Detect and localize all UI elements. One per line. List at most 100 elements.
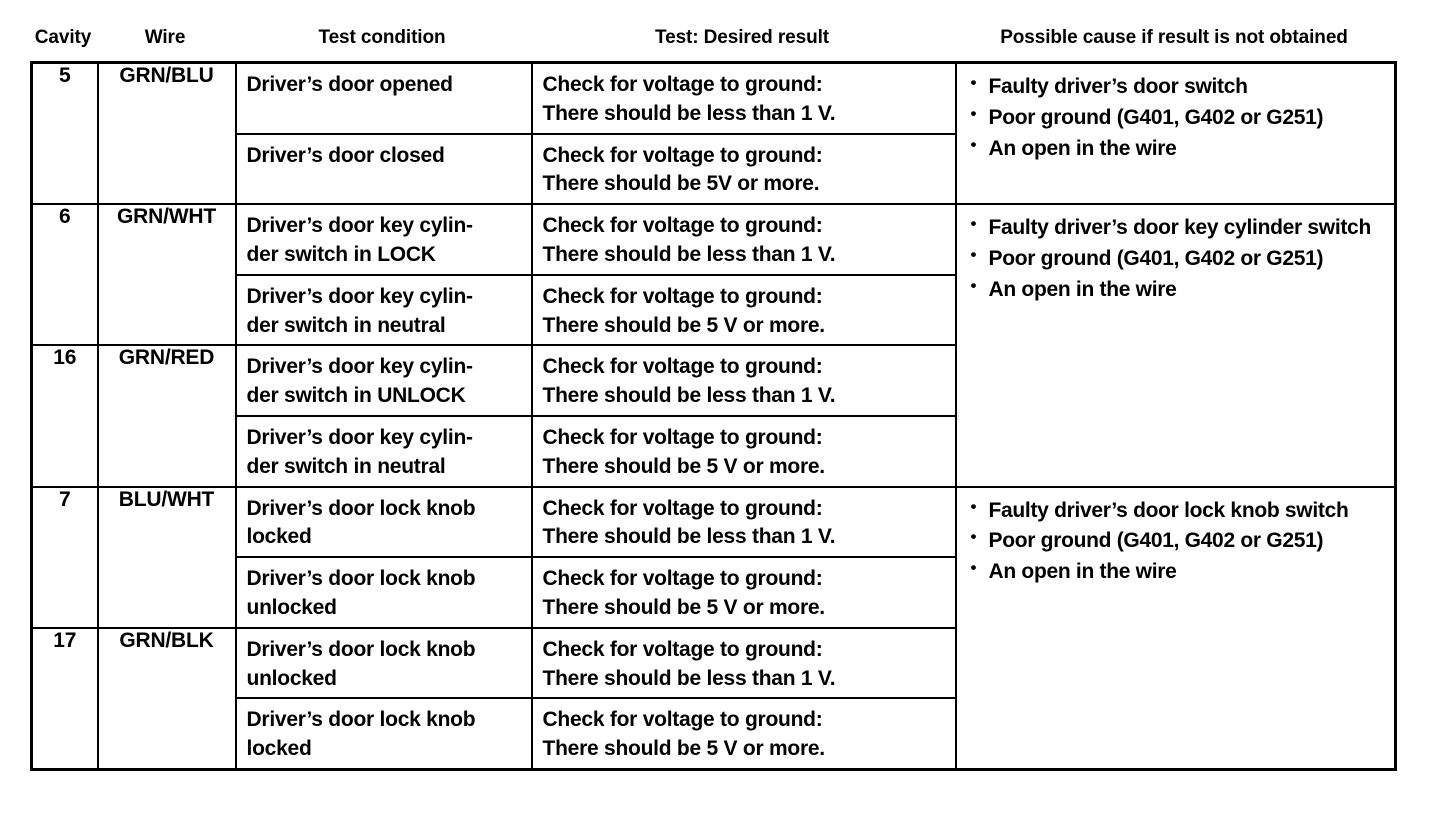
cell-desired-result: Check for voltage to ground: There should… xyxy=(530,556,957,629)
text-line: Check for voltage to ground: xyxy=(542,73,823,96)
text-line: unlocked xyxy=(246,595,337,619)
text-line: There should be 5 V or more. xyxy=(542,313,826,337)
cell-possible-cause: Faulty driver’s door key cylinder switch… xyxy=(954,203,1397,488)
text-line: locked xyxy=(246,737,312,761)
text-line: der switch in LOCK xyxy=(246,242,436,266)
table-row: Driver’s door key cylin-der switch in ne… xyxy=(32,273,1396,347)
cell-cavity: 6 xyxy=(30,203,99,347)
list-item: Faulty driver’s door key cylinder switch xyxy=(971,212,1389,243)
test-condition-text: Driver’s door key cylin-der switch in LO… xyxy=(237,205,531,274)
list-item: An open in the wire xyxy=(971,556,1389,587)
text-line: Driver’s door lock knob xyxy=(246,708,476,732)
cell-cavity: 7 xyxy=(30,485,99,629)
desired-result-text: Check for voltage to ground:There should… xyxy=(533,488,955,557)
text-line: Check for voltage to ground: xyxy=(542,214,823,238)
test-condition-text: Driver’s door opened xyxy=(237,64,531,104)
possible-cause-list: Faulty driver’s door key cylinder switch… xyxy=(957,205,1395,309)
desired-result-text: Check for voltage to ground:There should… xyxy=(533,64,955,133)
text-line: Check for voltage to ground: xyxy=(542,143,823,167)
test-condition-text: Driver’s door lock knob unlocked xyxy=(237,558,531,627)
test-condition-text: Driver’s door lock knob unlocked xyxy=(237,629,531,698)
test-condition-text: Driver’s door key cylin-der switch in ne… xyxy=(237,417,531,486)
table-row: Driver’s door closed Check for voltage to… xyxy=(32,132,1396,206)
cell-desired-result: Check for voltage to ground:There should… xyxy=(530,697,957,771)
cell-test-condition: Driver’s door lock knob unlocked xyxy=(234,556,533,629)
test-condition-text: Driver’s door key cylin-der switch in UN… xyxy=(237,346,531,415)
text-line: Check for voltage to ground: xyxy=(542,567,823,591)
list-item: An open in the wire xyxy=(971,274,1389,305)
text-line: Driver’s door lock knob xyxy=(246,637,476,661)
desired-result-text: Check for voltage to ground: There should… xyxy=(533,558,955,627)
cell-desired-result: Check for voltage to ground: There should… xyxy=(530,414,957,488)
desired-result-text: Check for voltage to ground: There should… xyxy=(533,346,955,415)
list-item: Faulty driver’s door lock knob switch xyxy=(971,495,1389,526)
text-line: Check for voltage to ground: xyxy=(542,284,823,308)
text-line: Driver’s door key cylin- xyxy=(246,214,474,238)
desired-result-text: Check for voltage to ground: There should… xyxy=(533,417,955,486)
text-line: der switch in neutral xyxy=(246,313,446,337)
cell-wire-color: GRN/RED xyxy=(96,344,237,488)
text-line: unlocked xyxy=(246,666,337,690)
cell-test-condition: Driver’s door opened xyxy=(234,61,533,135)
text-line: There should be less than 1 V. xyxy=(542,525,836,549)
text-line: Check for voltage to ground: xyxy=(542,425,823,449)
column-header-desired-result: Test: Desired result xyxy=(655,27,829,48)
text-line: Driver’s door key cylin- xyxy=(246,425,474,449)
text-line: Driver’s door closed xyxy=(246,143,445,167)
text-line: There should be less than 1 V. xyxy=(542,384,836,408)
test-condition-text: Driver’s door closed xyxy=(237,135,531,175)
text-line: der switch in neutral xyxy=(246,454,446,478)
desired-result-text: Check for voltage to ground: There should… xyxy=(533,629,955,698)
text-line: Check for voltage to ground: xyxy=(542,637,823,661)
cell-test-condition: Driver’s door key cylin-der switch in LO… xyxy=(234,203,533,276)
column-header-cavity: Cavity xyxy=(34,27,92,48)
text-line: Driver’s door lock knob xyxy=(246,496,476,520)
list-item: An open in the wire xyxy=(971,133,1389,164)
cell-test-condition: Driver’s door key cylin-der switch in ne… xyxy=(234,414,533,488)
text-line: There should be less than 1 V. xyxy=(542,666,836,690)
cell-desired-result: Check for voltage to ground: There should… xyxy=(530,273,957,347)
text-line: There should be 5 V or more. xyxy=(542,595,826,619)
cell-test-condition: Driver’s door closed xyxy=(234,132,533,206)
text-line: There should be 5 V or more. xyxy=(542,737,826,761)
desired-result-text: Check for voltage to ground:There should… xyxy=(533,205,955,274)
cell-possible-cause: Faulty driver’s door switchPoor ground (… xyxy=(954,61,1397,206)
table-row: Driver’s door lock knob locked Check for v… xyxy=(32,697,1396,771)
text-line: Driver’s door key cylin- xyxy=(246,284,474,308)
text-line: Check for voltage to ground: xyxy=(542,355,823,379)
cell-wire-color: GRN/BLU xyxy=(96,61,237,206)
column-header-test-condition: Test condition xyxy=(318,27,446,48)
table-row: Driver’s door key cylin-der switch in ne… xyxy=(32,414,1396,488)
cell-test-condition: Driver’s door lock knob unlocked xyxy=(234,626,533,700)
possible-cause-list: Faulty driver’s door lock knob switchPoo… xyxy=(957,488,1395,592)
desired-result-text: Check for voltage to ground:There should… xyxy=(533,699,955,768)
column-header-possible-cause: Possible cause if result is not obtained xyxy=(1000,27,1348,48)
cell-possible-cause: Faulty driver’s door lock knob switchPoo… xyxy=(954,485,1397,771)
cell-desired-result: Check for voltage to ground: There should… xyxy=(530,132,957,206)
list-item: Poor ground (G401, G402 or G251) xyxy=(971,243,1389,274)
list-item: Poor ground (G401, G402 or G251) xyxy=(971,102,1389,133)
column-header-wire: Wire xyxy=(144,27,186,48)
cell-desired-result: Check for voltage to ground:There should… xyxy=(530,485,957,559)
text-line: Driver’s door opened xyxy=(246,73,453,96)
text-line: There should be 5V or more. xyxy=(542,172,820,196)
cell-test-condition: Driver’s door key cylin-der switch in UN… xyxy=(234,344,533,417)
cell-wire-color: BLU/WHT xyxy=(96,485,237,629)
cell-cavity: 16 xyxy=(30,344,99,488)
text-line: Driver’s door lock knob xyxy=(246,567,476,591)
column-header-strip: Cavity Wire Test condition Test: Desired… xyxy=(0,26,1440,56)
cell-desired-result: Check for voltage to ground: There should… xyxy=(530,344,957,417)
text-line: There should be 5 V or more. xyxy=(542,454,826,478)
cell-cavity: 17 xyxy=(30,626,99,771)
desired-result-text: Check for voltage to ground: There should… xyxy=(533,276,955,345)
cell-cavity: 5 xyxy=(30,61,99,206)
